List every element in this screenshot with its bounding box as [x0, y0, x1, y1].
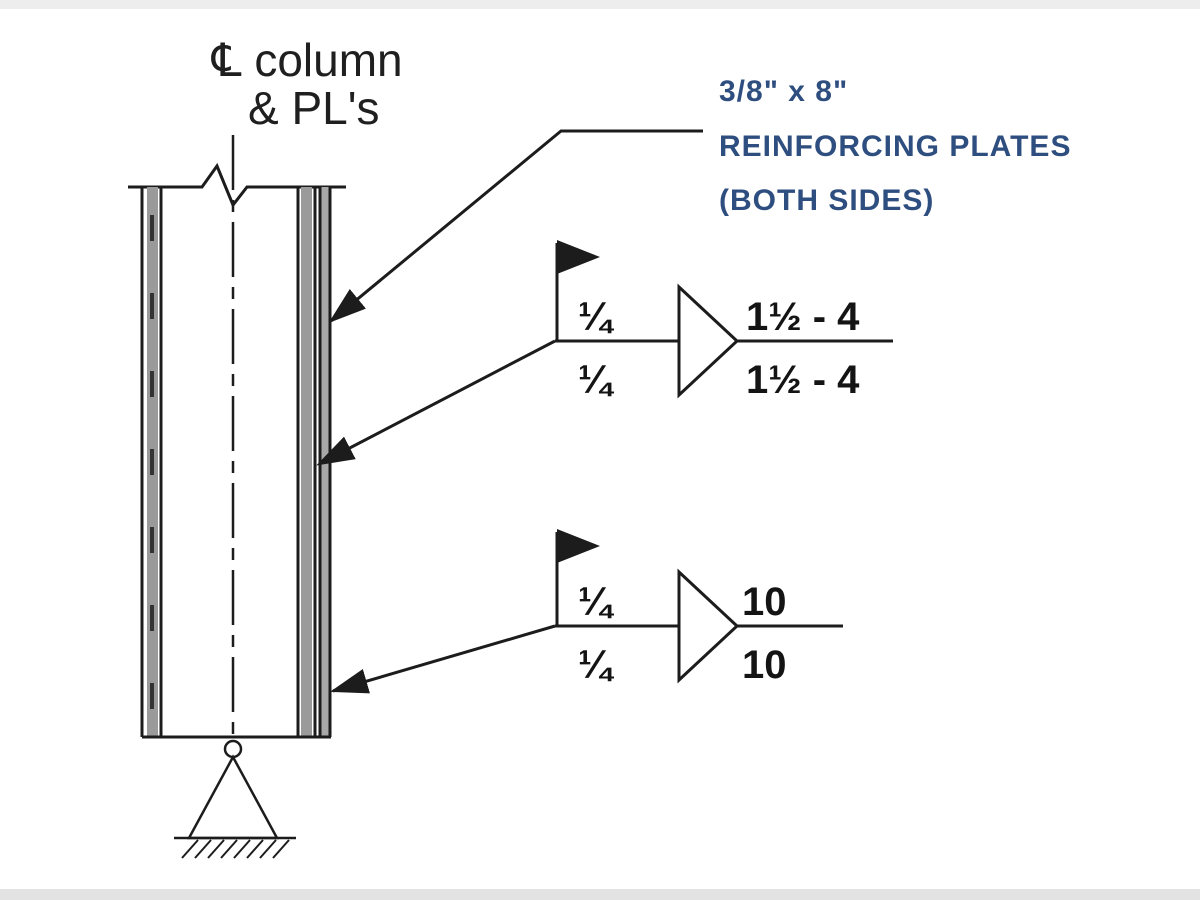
pin-support	[174, 739, 296, 859]
lower-weld-leader-arrow	[329, 624, 556, 694]
upper-field-weld-flag-icon	[557, 240, 600, 274]
reinforcing-plate-note: 3/8" x 8" REINFORCING PLATES (BOTH SIDES…	[719, 75, 1071, 217]
lower-weld-size-top: ¼	[578, 580, 615, 624]
lower-weld-size-bottom: ¼	[578, 643, 615, 687]
upper-weld-size-top: ¼	[578, 295, 615, 339]
upper-weld-spec-top: 1½ - 4	[746, 295, 860, 339]
centerline-label-line1: ℄ column	[211, 34, 403, 86]
column-top-break-line	[128, 162, 346, 208]
upper-weld-leader-arrow	[316, 339, 556, 466]
bottom-edge-band	[0, 889, 1200, 900]
note-both-sides-text: (BOTH SIDES)	[719, 184, 934, 217]
upper-weld-spec-bottom: 1½ - 4	[746, 358, 860, 402]
upper-fillet-weld-triangle-icon	[677, 283, 740, 399]
ground-hatching	[181, 839, 290, 859]
top-edge-band	[0, 0, 1200, 9]
weld-symbol-upper: ¼ ¼ 1½ - 4 1½ - 4	[555, 240, 893, 402]
lower-weld-spec-top: 10	[742, 580, 787, 624]
leader-arrows	[316, 129, 703, 694]
column-elevation	[128, 135, 346, 748]
note-leader-arrow	[328, 129, 703, 324]
support-triangle	[186, 754, 280, 840]
note-size-text: 3/8" x 8"	[719, 75, 848, 108]
column-right-plate-band	[301, 187, 312, 737]
centerline-label-line2: & PL's	[248, 82, 380, 134]
lower-field-weld-flag-icon	[557, 529, 600, 563]
weld-symbol-lower: ¼ ¼ 10 10	[555, 529, 843, 687]
upper-weld-size-bottom: ¼	[578, 358, 615, 402]
lower-fillet-weld-triangle-icon	[677, 568, 740, 684]
lower-weld-spec-bottom: 10	[742, 643, 787, 687]
note-plates-text: REINFORCING PLATES	[719, 130, 1071, 163]
